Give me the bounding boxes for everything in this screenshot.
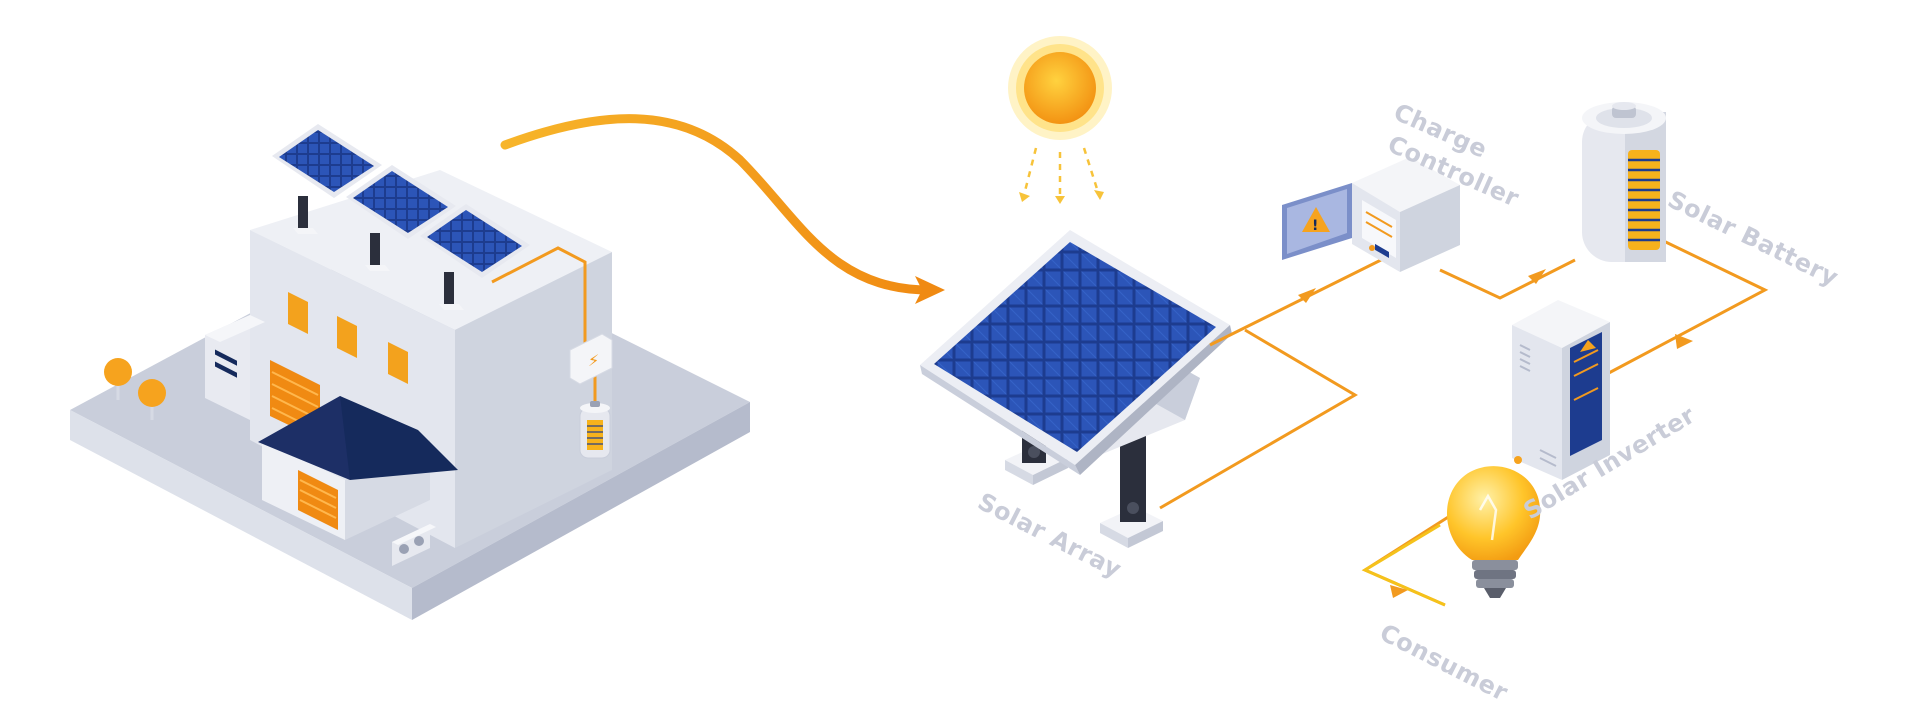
inverter-icon xyxy=(1512,300,1610,480)
roof-solar-panel xyxy=(346,165,456,239)
roof-solar-panel xyxy=(272,124,382,198)
warning-icon: ! xyxy=(1302,207,1330,234)
window xyxy=(288,292,308,334)
flow-arrow xyxy=(500,114,945,304)
solar-battery-label: Solar Battery xyxy=(1663,185,1843,292)
solar-array-label: Solar Array xyxy=(973,487,1126,583)
ac-unit xyxy=(392,524,436,566)
charge-controller: ! xyxy=(1282,157,1460,272)
battery-icon xyxy=(1582,102,1666,262)
charge-controller-icon xyxy=(1352,157,1460,212)
roof-solar-panel xyxy=(420,204,530,278)
ground-left-side xyxy=(70,410,412,620)
building-roof-top xyxy=(250,170,612,330)
annex-front xyxy=(205,315,250,420)
consumer-wire xyxy=(1361,523,1446,607)
sun-icon xyxy=(1008,36,1112,204)
annex-top xyxy=(205,315,265,342)
vent-slot xyxy=(215,361,237,378)
building-battery xyxy=(579,401,611,459)
tree xyxy=(104,358,132,400)
window xyxy=(337,316,357,358)
wire-arrows xyxy=(1298,269,1693,598)
consumer-label: Consumer xyxy=(1375,618,1512,704)
svg-text:!: ! xyxy=(1312,218,1318,234)
solar-array xyxy=(920,230,1232,548)
building-wire xyxy=(491,246,587,345)
meter-box: ⚡ xyxy=(569,333,613,385)
building-right-wall xyxy=(455,252,612,548)
ground-right-side xyxy=(412,402,750,620)
tree xyxy=(138,379,166,420)
lightning-icon: ⚡ xyxy=(588,351,599,370)
light-bulb-icon xyxy=(1446,466,1541,598)
building-scene: ⚡ xyxy=(70,124,750,620)
vent-slot xyxy=(215,349,237,366)
window xyxy=(388,342,408,384)
garage-roof-right xyxy=(340,396,458,480)
